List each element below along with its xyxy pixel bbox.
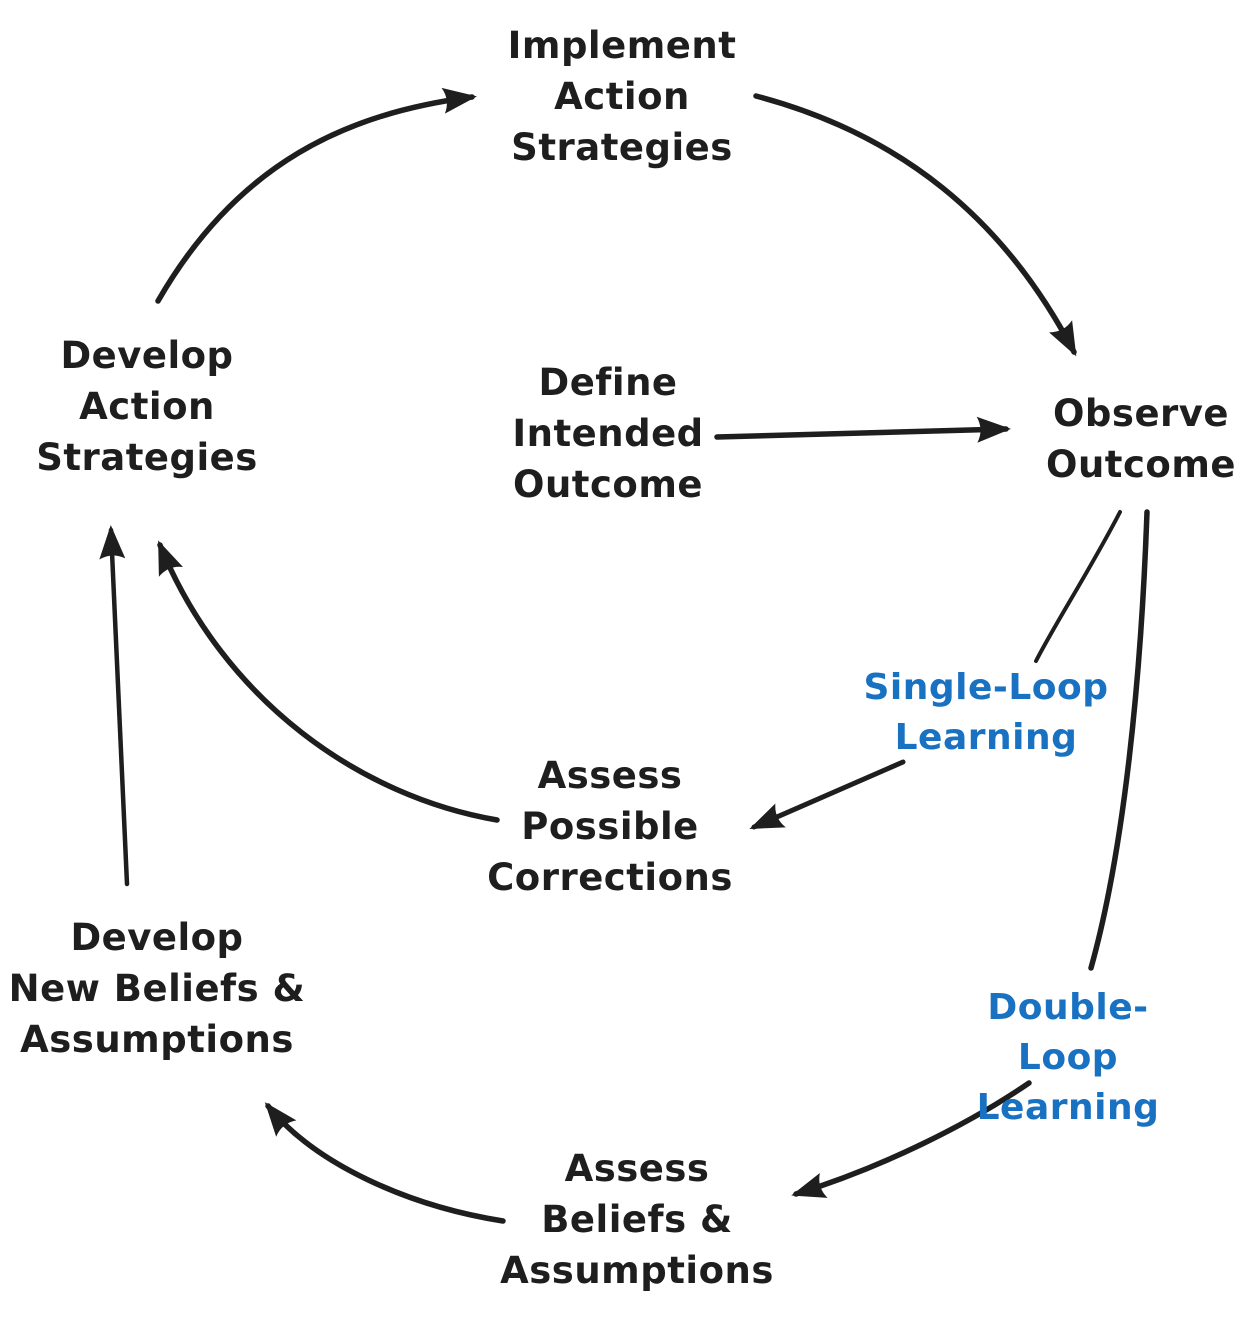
node-develop-new-beliefs-assumptions: Develop New Beliefs & Assumptions: [8, 916, 306, 1061]
label-single-loop-learning: Single-Loop Learning: [863, 667, 1109, 758]
line-observe-to-double-loop: [1088, 509, 1150, 971]
node-assess-possible-corrections: Assess Possible Corrections: [487, 754, 733, 899]
node-observe-outcome: Observe Outcome: [1046, 392, 1236, 486]
arrow-implement-to-observe: [753, 93, 1077, 357]
arrow-develop-action-to-implement: [155, 87, 477, 304]
node-develop-action-strategies: Develop Action Strategies: [36, 334, 258, 479]
arrow-define-intended-to-observe: [714, 416, 1011, 443]
line-observe-to-single-loop: [1034, 510, 1122, 663]
arrow-assess-corrections-to-develop-action: [157, 540, 500, 823]
arrow-develop-new-beliefs-to-develop-action: [99, 525, 130, 887]
arrow-single-loop-to-assess-corrections: [749, 759, 906, 830]
label-double-loop-learning: Double-Loop Learning: [976, 987, 1160, 1128]
node-define-intended-outcome: Define Intended Outcome: [512, 361, 704, 506]
node-assess-beliefs-assumptions: Assess Beliefs & Assumptions: [500, 1147, 774, 1292]
node-implement-action-strategies: Implement Action Strategies: [507, 24, 737, 169]
arrow-double-loop-to-assess-beliefs: [791, 1080, 1032, 1198]
arrow-assess-beliefs-to-develop-new-beliefs: [264, 1102, 506, 1224]
